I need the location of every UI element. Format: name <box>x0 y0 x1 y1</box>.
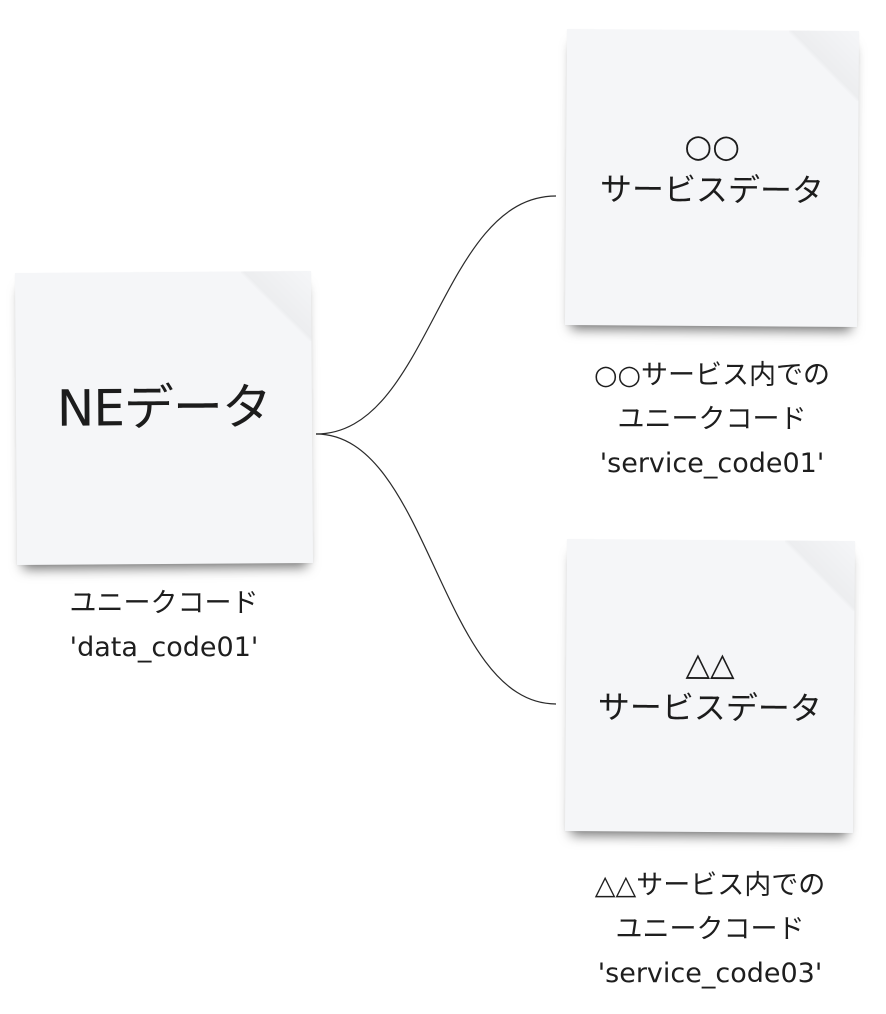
caption-ne-data: ユニークコード 'data_code01' <box>16 582 312 670</box>
sticky-note-service-b[interactable]: △△ サービスデータ <box>564 538 856 834</box>
caption-service-a: ○○サービス内での ユニークコード 'service_code01' <box>566 354 858 486</box>
caption-code: 'service_code01' <box>599 448 825 479</box>
sticky-note-ne-data[interactable]: NEデータ <box>14 270 314 566</box>
caption-service-b: △△サービス内での ユニークコード 'service_code03' <box>566 864 854 996</box>
note-symbol: △△ <box>685 644 735 684</box>
connector-to-service-b <box>315 433 557 705</box>
caption-line: ユニークコード <box>615 914 805 945</box>
caption-line: ユニークコード <box>69 588 259 619</box>
note-content: ○○ サービスデータ <box>600 123 825 213</box>
connector-to-service-a <box>315 195 557 435</box>
note-content: △△ サービスデータ <box>598 641 823 731</box>
note-label: サービスデータ <box>597 688 822 728</box>
caption-line: ユニークコード <box>617 404 807 435</box>
caption-code: 'data_code01' <box>69 632 259 663</box>
caption-line: △△サービス内での <box>594 870 826 901</box>
caption-code: 'service_code03' <box>597 958 823 989</box>
note-label: サービスデータ <box>599 170 825 210</box>
sticky-note-service-a[interactable]: ○○ サービスデータ <box>564 28 860 328</box>
caption-line: ○○サービス内での <box>593 360 831 391</box>
note-title: NEデータ <box>56 378 272 438</box>
note-symbol: ○○ <box>684 126 741 166</box>
